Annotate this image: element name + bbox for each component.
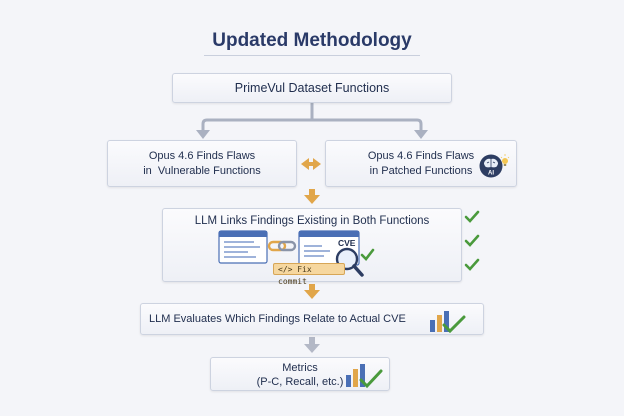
checkmark-icon [442,315,466,334]
evaluate-label: LLM Evaluates Which Findings Relate to A… [149,313,406,325]
bar-chart-icon [346,364,383,389]
chain-link-icon [267,240,297,252]
arrow-down-icon [414,130,428,139]
lightbulb-icon [500,154,510,166]
metrics-box: Metrics (P-C, Recall, etc.) [210,357,390,391]
metrics-subtitle: (P-C, Recall, etc.) [256,376,344,388]
ai-brain-icon: AI [479,154,510,178]
checkmark-icon [360,248,375,261]
evaluate-findings-box: LLM Evaluates Which Findings Relate to A… [140,303,484,335]
dataset-label: PrimeVul Dataset Functions [234,81,390,95]
checkmark-icon [359,369,383,389]
document-window-icon [218,230,268,264]
dataset-functions-box: PrimeVul Dataset Functions [172,73,452,103]
double-arrow-icon [301,158,321,170]
link-findings-box: LLM Links Findings Existing in Both Func… [162,208,462,286]
patched-functions-box: Opus 4.6 Finds Flaws in Patched Function… [325,140,517,187]
checkmark-icon [464,210,480,223]
vulnerable-functions-box: Opus 4.6 Finds Flaws in Vulnerable Funct… [107,140,297,187]
link-illustration [218,230,375,277]
checkmark-icon [464,258,480,271]
checklist [464,210,480,271]
patched-line-1: Opus 4.6 Finds Flaws [367,150,475,162]
bar-chart-icon [430,311,466,334]
arrow-down-icon [304,189,320,204]
ai-badge-label: AI [488,171,494,177]
arrow-down-icon [304,284,320,299]
link-findings-label: LLM Links Findings Existing in Both Func… [194,215,430,227]
metrics-title: Metrics [282,362,318,374]
arrow-down-icon [304,337,320,353]
arrow-down-icon [196,130,210,139]
split-arrow-icon [201,103,423,132]
cve-label: CVE [338,238,356,248]
diagram-title: Updated Methodology [212,30,412,51]
title-divider [204,55,420,56]
fix-commit-tag: </> Fix commit [273,263,345,286]
vulnerable-line-2: in Vulnerable Functions [143,165,261,177]
vulnerable-line-1: Opus 4.6 Finds Flaws [148,150,256,162]
checkmark-icon [464,234,480,247]
patched-line-2: in Patched Functions [369,165,473,177]
